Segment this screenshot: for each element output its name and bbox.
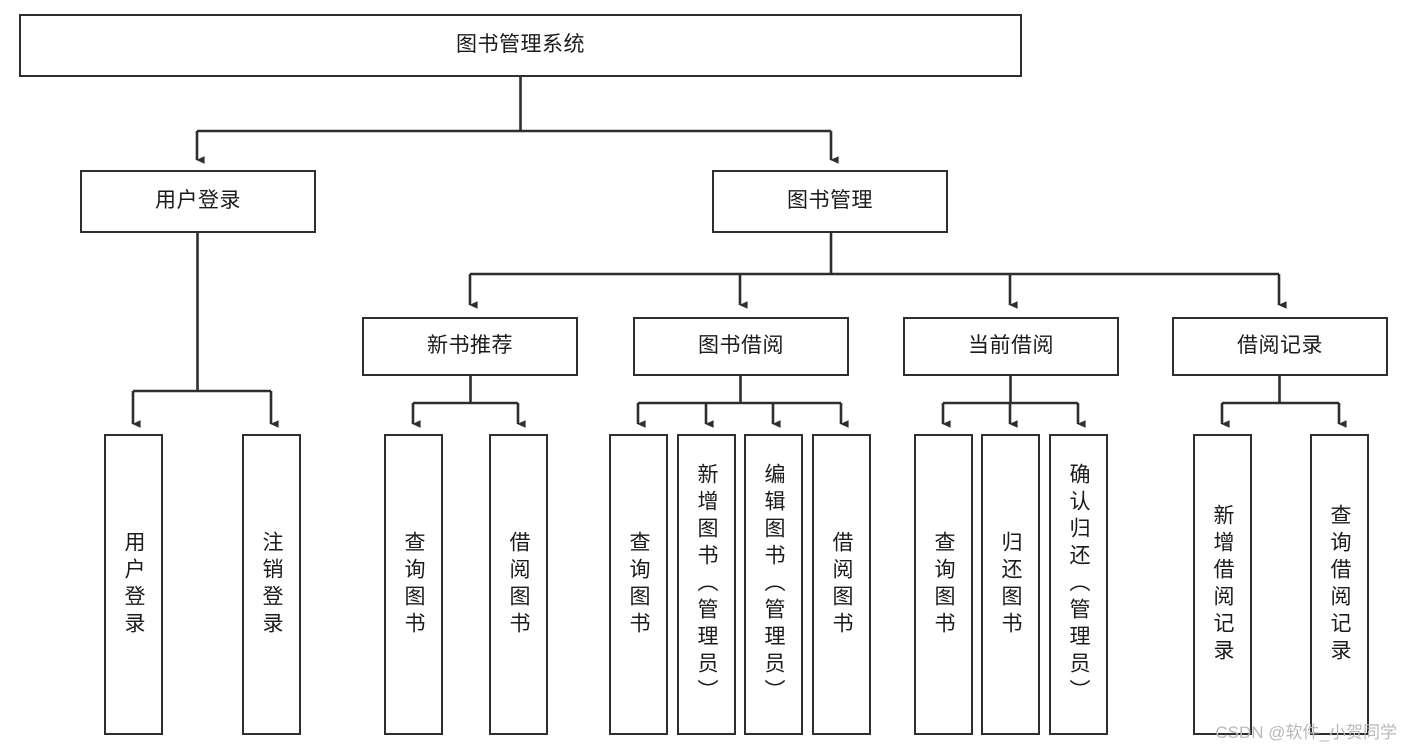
- node-label: 借阅图书: [507, 530, 530, 639]
- node-label: 图书管理: [787, 189, 873, 213]
- leaf-归还图书[interactable]: 归还图书: [981, 434, 1040, 735]
- node-label: 用户登录: [122, 530, 145, 639]
- leaf-借阅图书-图书借阅[interactable]: 借阅图书: [812, 434, 871, 735]
- node-label: 查询图书: [932, 530, 955, 639]
- leaf-新增借阅记录[interactable]: 新增借阅记录: [1193, 434, 1252, 735]
- node-用户登录[interactable]: 用户登录: [80, 170, 316, 233]
- leaf-查询图书-新书推荐[interactable]: 查询图书: [384, 434, 443, 735]
- leaf-查询图书-图书借阅[interactable]: 查询图书: [609, 434, 668, 735]
- leaf-查询借阅记录[interactable]: 查询借阅记录: [1310, 434, 1369, 735]
- node-label: 借阅记录: [1237, 334, 1323, 358]
- leaf-编辑图书-管理员[interactable]: 编辑图书（管理员）: [744, 434, 803, 735]
- node-新书推荐[interactable]: 新书推荐: [362, 317, 578, 376]
- node-当前借阅[interactable]: 当前借阅: [903, 317, 1119, 376]
- node-label: 用户登录: [155, 189, 241, 213]
- node-图书借阅[interactable]: 图书借阅: [633, 317, 849, 376]
- node-label: 借阅图书: [830, 530, 853, 639]
- node-借阅记录[interactable]: 借阅记录: [1172, 317, 1388, 376]
- node-label: 图书管理系统: [456, 33, 585, 57]
- node-label: 查询借阅记录: [1328, 503, 1351, 666]
- leaf-确认归还-管理员[interactable]: 确认归还（管理员）: [1049, 434, 1108, 735]
- node-图书管理[interactable]: 图书管理: [712, 170, 948, 233]
- leaf-新增图书-管理员[interactable]: 新增图书（管理员）: [677, 434, 736, 735]
- leaf-借阅图书-新书推荐[interactable]: 借阅图书: [489, 434, 548, 735]
- leaf-注销登录[interactable]: 注销登录: [242, 434, 301, 735]
- node-label: 确认归还（管理员）: [1067, 463, 1090, 706]
- node-label: 注销登录: [260, 530, 283, 639]
- csdn-watermark: CSDN @软件_小贺同学: [1215, 723, 1397, 742]
- node-label: 归还图书: [999, 530, 1022, 639]
- leaf-用户登录[interactable]: 用户登录: [104, 434, 163, 735]
- node-label: 查询图书: [627, 530, 650, 639]
- node-label: 新增图书（管理员）: [695, 463, 718, 706]
- node-label: 编辑图书（管理员）: [762, 463, 785, 706]
- node-label: 查询图书: [402, 530, 425, 639]
- node-label: 新书推荐: [427, 334, 513, 358]
- leaf-查询图书-当前借阅[interactable]: 查询图书: [914, 434, 973, 735]
- node-label: 图书借阅: [698, 334, 784, 358]
- node-label: 新增借阅记录: [1211, 503, 1234, 666]
- node-root-图书管理系统[interactable]: 图书管理系统: [19, 14, 1022, 77]
- node-label: 当前借阅: [968, 334, 1054, 358]
